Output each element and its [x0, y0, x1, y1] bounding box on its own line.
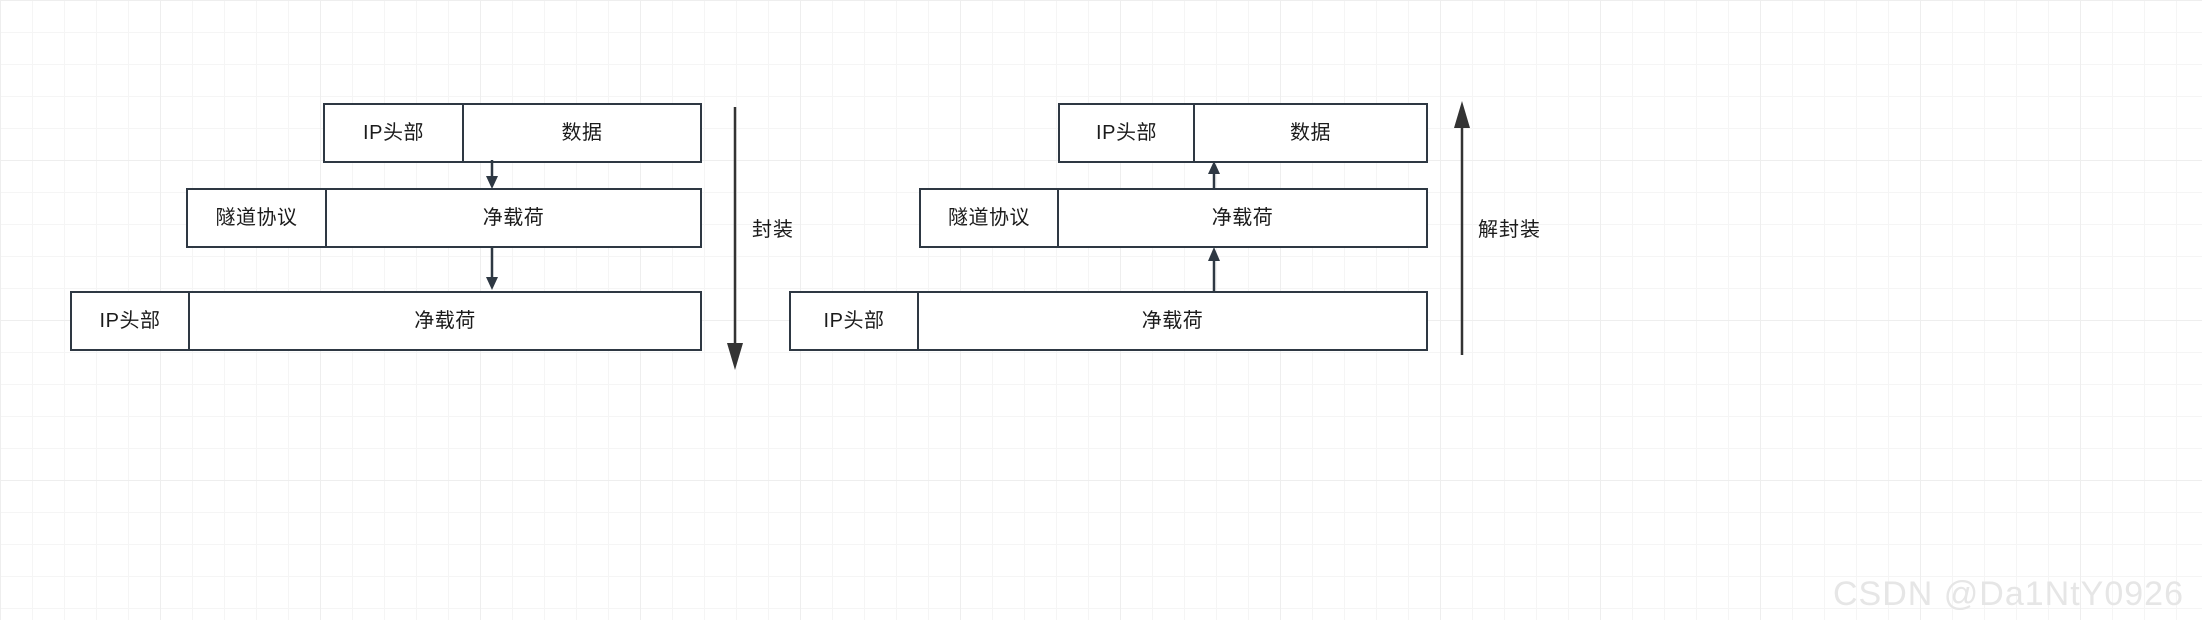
left-connector-down-1	[482, 160, 502, 190]
right-row3-cell-ip-header: IP头部	[823, 310, 885, 332]
left-row1-cell-data: 数据	[462, 105, 700, 161]
left-row1-cell-ip-header: IP头部	[363, 122, 424, 144]
left-row-original-packet: IP头部 数据	[323, 103, 702, 163]
right-row1-cell-data: 数据	[1193, 105, 1426, 161]
right-row-tunneled-packet: 隧道协议 净载荷	[919, 188, 1428, 248]
decapsulation-label: 解封装	[1478, 219, 1541, 241]
right-row2-cell-payload: 净载荷	[1057, 190, 1426, 246]
left-row-outer-packet: IP头部 净载荷	[70, 291, 702, 351]
right-connector-up-2	[1204, 246, 1224, 291]
encapsulation-arrow	[722, 107, 748, 371]
left-row2-cell-payload: 净载荷	[325, 190, 700, 246]
left-connector-down-2	[482, 246, 502, 291]
right-row1-cell-ip-header: IP头部	[1096, 122, 1157, 144]
left-row3-cell-payload: 净载荷	[188, 293, 700, 349]
decapsulation-arrow	[1449, 100, 1475, 355]
left-row2-cell-tunnel-protocol: 隧道协议	[215, 207, 298, 229]
csdn-watermark: CSDN @Da1NtY0926	[1833, 575, 2184, 613]
right-connector-up-1	[1204, 160, 1224, 190]
right-row3-cell-payload: 净载荷	[917, 293, 1426, 349]
right-row-outer-packet: IP头部 净载荷	[789, 291, 1428, 351]
left-row-tunneled-packet: 隧道协议 净载荷	[186, 188, 702, 248]
right-row-original-packet: IP头部 数据	[1058, 103, 1428, 163]
left-row3-cell-ip-header: IP头部	[99, 310, 161, 332]
encapsulation-label: 封装	[752, 219, 794, 241]
right-row2-cell-tunnel-protocol: 隧道协议	[948, 207, 1030, 229]
